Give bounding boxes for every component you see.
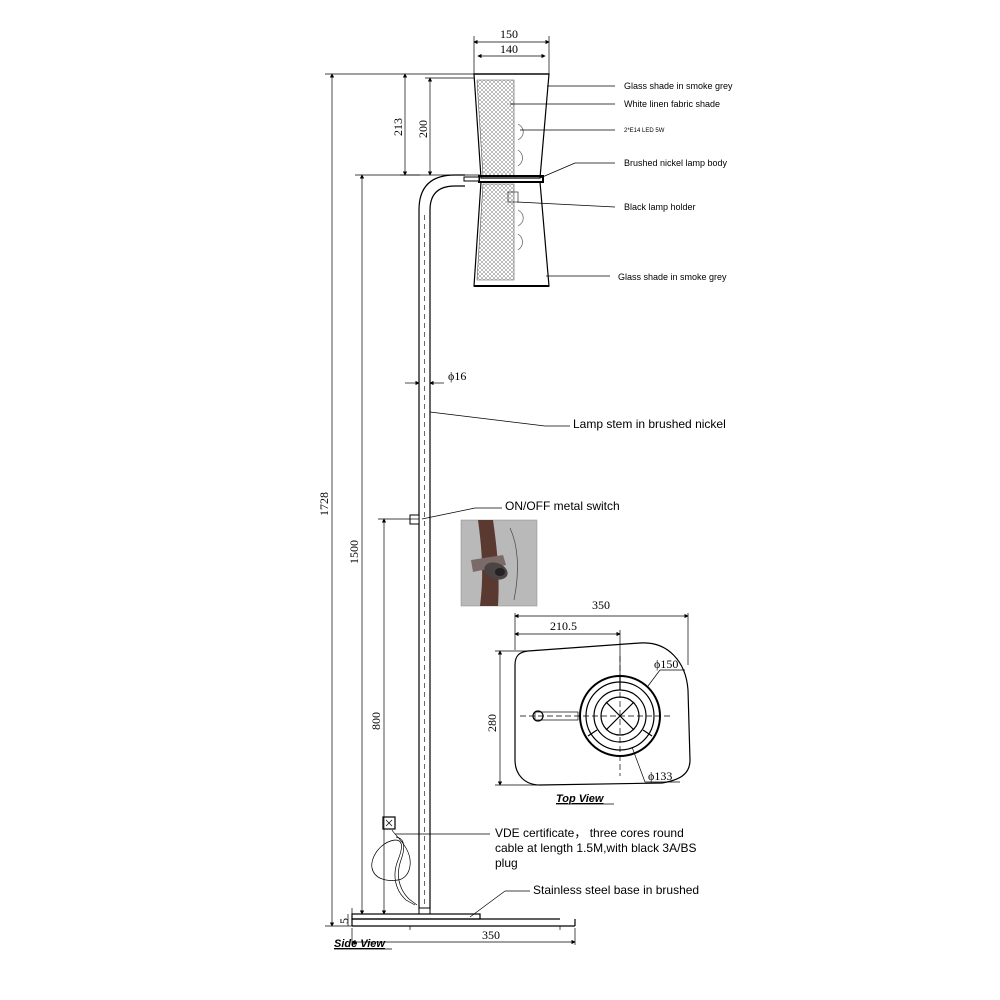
label-glass-shade-top: Glass shade in smoke grey	[624, 81, 733, 91]
dim-shade-inner-width: 140	[500, 42, 518, 56]
side-view-title: Side View	[334, 938, 386, 950]
glass-shade-bottom	[473, 181, 550, 287]
power-cable	[371, 829, 418, 906]
label-stem: Lamp stem in brushed nickel	[573, 417, 726, 431]
glass-shade-top	[473, 73, 550, 179]
dim-stem-diameter: ϕ16	[448, 369, 466, 383]
plug	[382, 816, 396, 830]
label-lamp-body: Brushed nickel lamp body	[624, 158, 728, 168]
dim-plate-inner: ϕ133	[648, 769, 672, 783]
dim-shade-outer-width: 150	[500, 27, 518, 41]
dim-base-width-side: 350	[482, 928, 500, 942]
lamp-body-connector	[463, 176, 480, 182]
dim-base-depth-top: 280	[485, 714, 499, 732]
label-switch: ON/OFF metal switch	[505, 499, 620, 513]
switch-photo	[460, 519, 538, 607]
side-view	[351, 73, 576, 930]
label-base: Stainless steel base in brushed	[533, 883, 699, 897]
dim-plate-outer: ϕ150	[654, 657, 678, 671]
lamp-holder	[507, 191, 519, 203]
bulb-top	[517, 123, 524, 167]
top-dimensions: 350 210.5 280 ϕ150 ϕ133 Top View	[485, 598, 689, 805]
dim-base-thickness: 5	[337, 918, 351, 924]
dim-shade-total-height: 213	[391, 118, 405, 136]
base	[351, 907, 576, 930]
linen-shade-bottom	[476, 183, 515, 281]
side-dimensions: 150 140 213 200 1728 1500 800 5 ϕ16	[317, 27, 576, 950]
label-cable-line1: VDE certificate， three cores round	[495, 826, 684, 840]
linen-shade-top	[476, 79, 515, 177]
dim-base-width-top: 350	[592, 598, 610, 612]
callouts: Glass shade in smoke grey White linen fa…	[395, 81, 733, 918]
lamp-body-ring	[478, 175, 544, 183]
dim-body-height: 1500	[347, 540, 361, 564]
label-cable-line3: plug	[495, 856, 518, 870]
dim-total-height: 1728	[317, 492, 331, 516]
label-cable-line2: cable at length 1.5M,with black 3A/BS	[495, 841, 696, 855]
on-off-switch	[409, 514, 420, 525]
bulb-bottom	[517, 209, 524, 251]
label-linen-shade: White linen fabric shade	[624, 99, 720, 109]
dim-shade-height: 200	[416, 120, 430, 138]
label-glass-shade-bottom: Glass shade in smoke grey	[618, 272, 727, 282]
label-lamp-holder: Black lamp holder	[624, 202, 696, 212]
dim-stem-offset-top: 210.5	[550, 619, 577, 633]
top-view-title: Top View	[556, 793, 605, 805]
dim-switch-height: 800	[369, 712, 383, 730]
lamp-stem	[418, 174, 465, 910]
label-bulb: 2*E14 LED 5W	[624, 128, 665, 134]
